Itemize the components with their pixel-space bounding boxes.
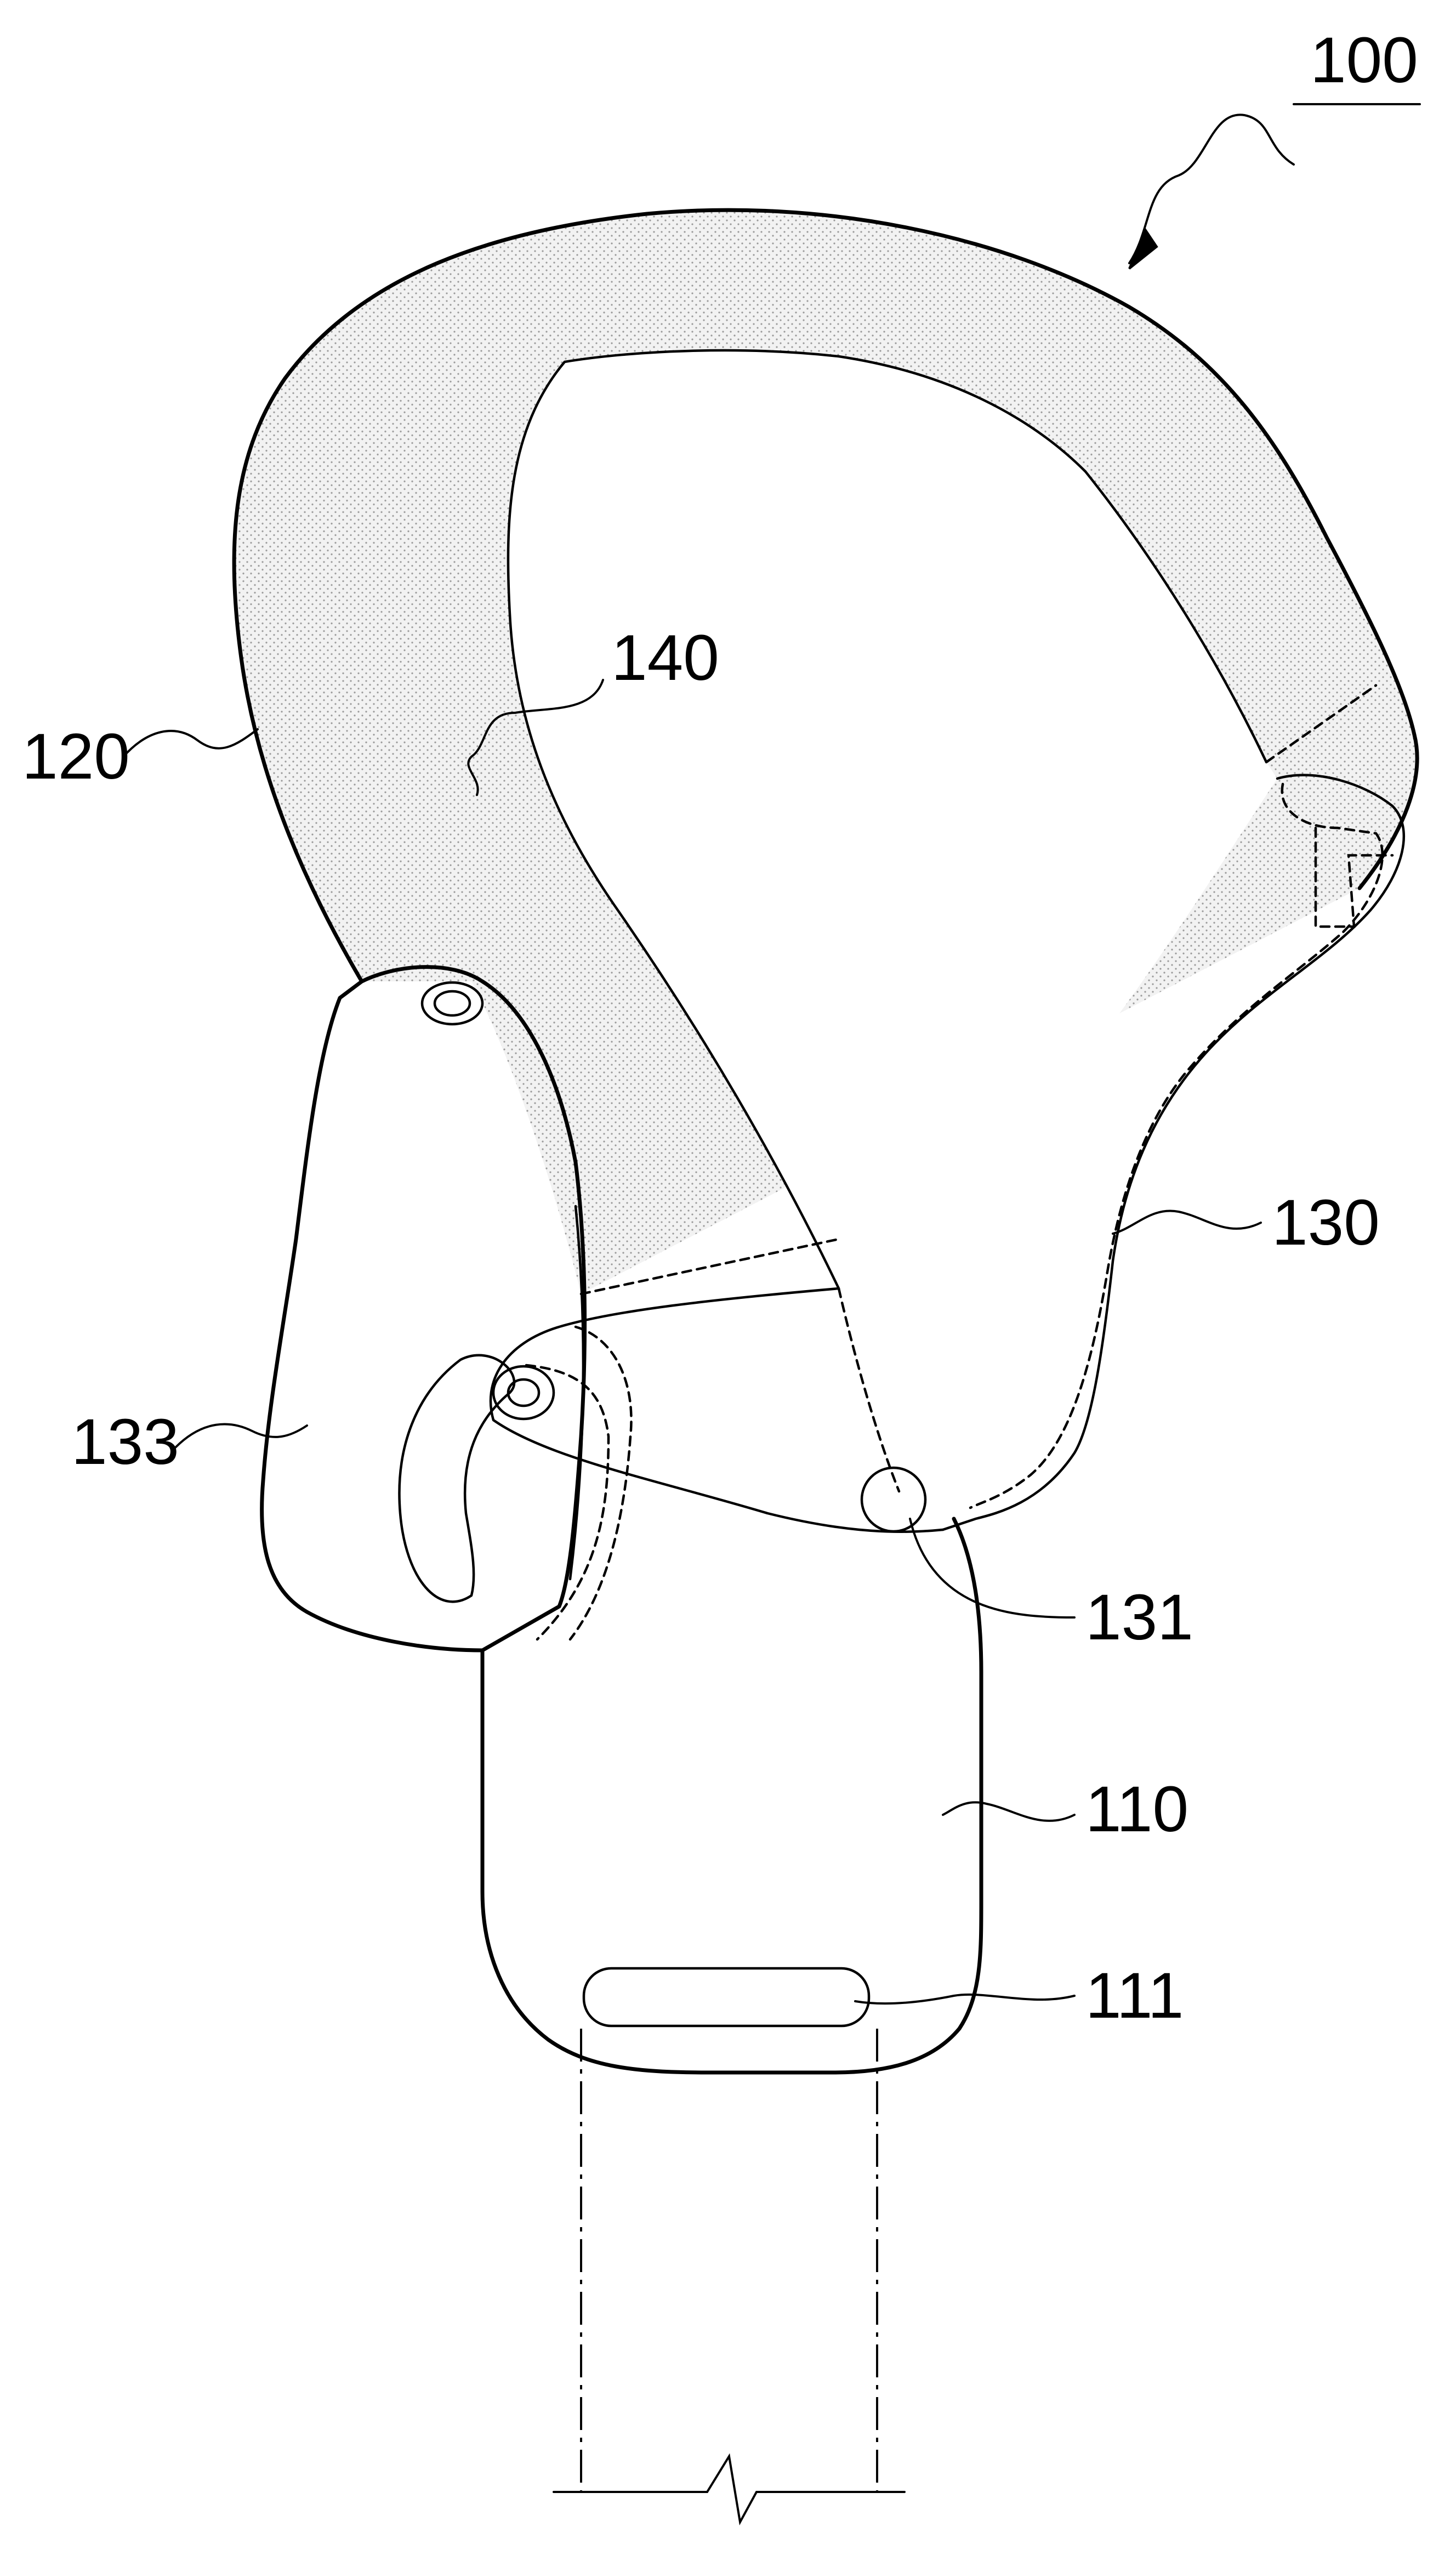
leader-100-arrow [1128,113,1295,264]
body-110 [480,1517,983,2075]
lever-rivet-inner [433,990,471,1017]
label-130: 130 [1272,1186,1380,1259]
body-outline [480,1517,983,2075]
lever-slot [398,1354,516,1603]
strap-break-line [553,2453,906,2526]
slot-111 [582,1967,871,2028]
arrowhead-100 [1128,228,1158,270]
leader-130 [1112,1210,1262,1235]
lever-outline [260,965,587,1653]
leader-133 [174,1423,308,1449]
strap-phantom [553,2029,906,2526]
arm-pin-outer [492,1365,555,1421]
gate-inner-hidden [969,782,1384,1509]
label-120: 120 [22,720,130,793]
leader-111 [854,1993,1076,2005]
hook-outer-line [232,208,1419,984]
coating-boundary-lower [579,1237,840,1296]
gate-hinge-line [837,1287,901,1493]
leader-140 [467,679,604,796]
gate-arm-outline [489,1287,945,1533]
leader-120 [122,728,259,758]
hook-opening [508,350,1277,1288]
label-111: 111 [1085,1960,1184,2032]
gate-arm [489,1287,945,1641]
arm-pin-inner [507,1378,541,1407]
lever-spring-hidden [525,1364,610,1641]
coating-boundary-upper [1265,684,1378,764]
leader-110 [942,1801,1076,1822]
label-140: 140 [611,622,719,694]
leader-131 [909,1518,1076,1619]
hook-120 [232,208,1419,1296]
pivot-pin-131 [860,1466,927,1533]
lever-rivet-outer [420,981,484,1026]
label-133: 133 [71,1406,179,1478]
label-100: 100 [1310,24,1418,96]
lever-fold-line [568,1205,585,1581]
arm-hidden-edge [568,1325,633,1641]
leader-lines [122,103,1421,2005]
gate-latch-notch [1314,826,1394,928]
gate-outline [941,774,1405,1531]
label-131: 131 [1085,1581,1193,1654]
hook-inner-line [507,349,1268,1290]
label-110: 110 [1085,1773,1188,1846]
lever-133 [260,965,610,1653]
reference-numerals: 100 120 140 130 133 131 110 111 [22,24,1418,2032]
